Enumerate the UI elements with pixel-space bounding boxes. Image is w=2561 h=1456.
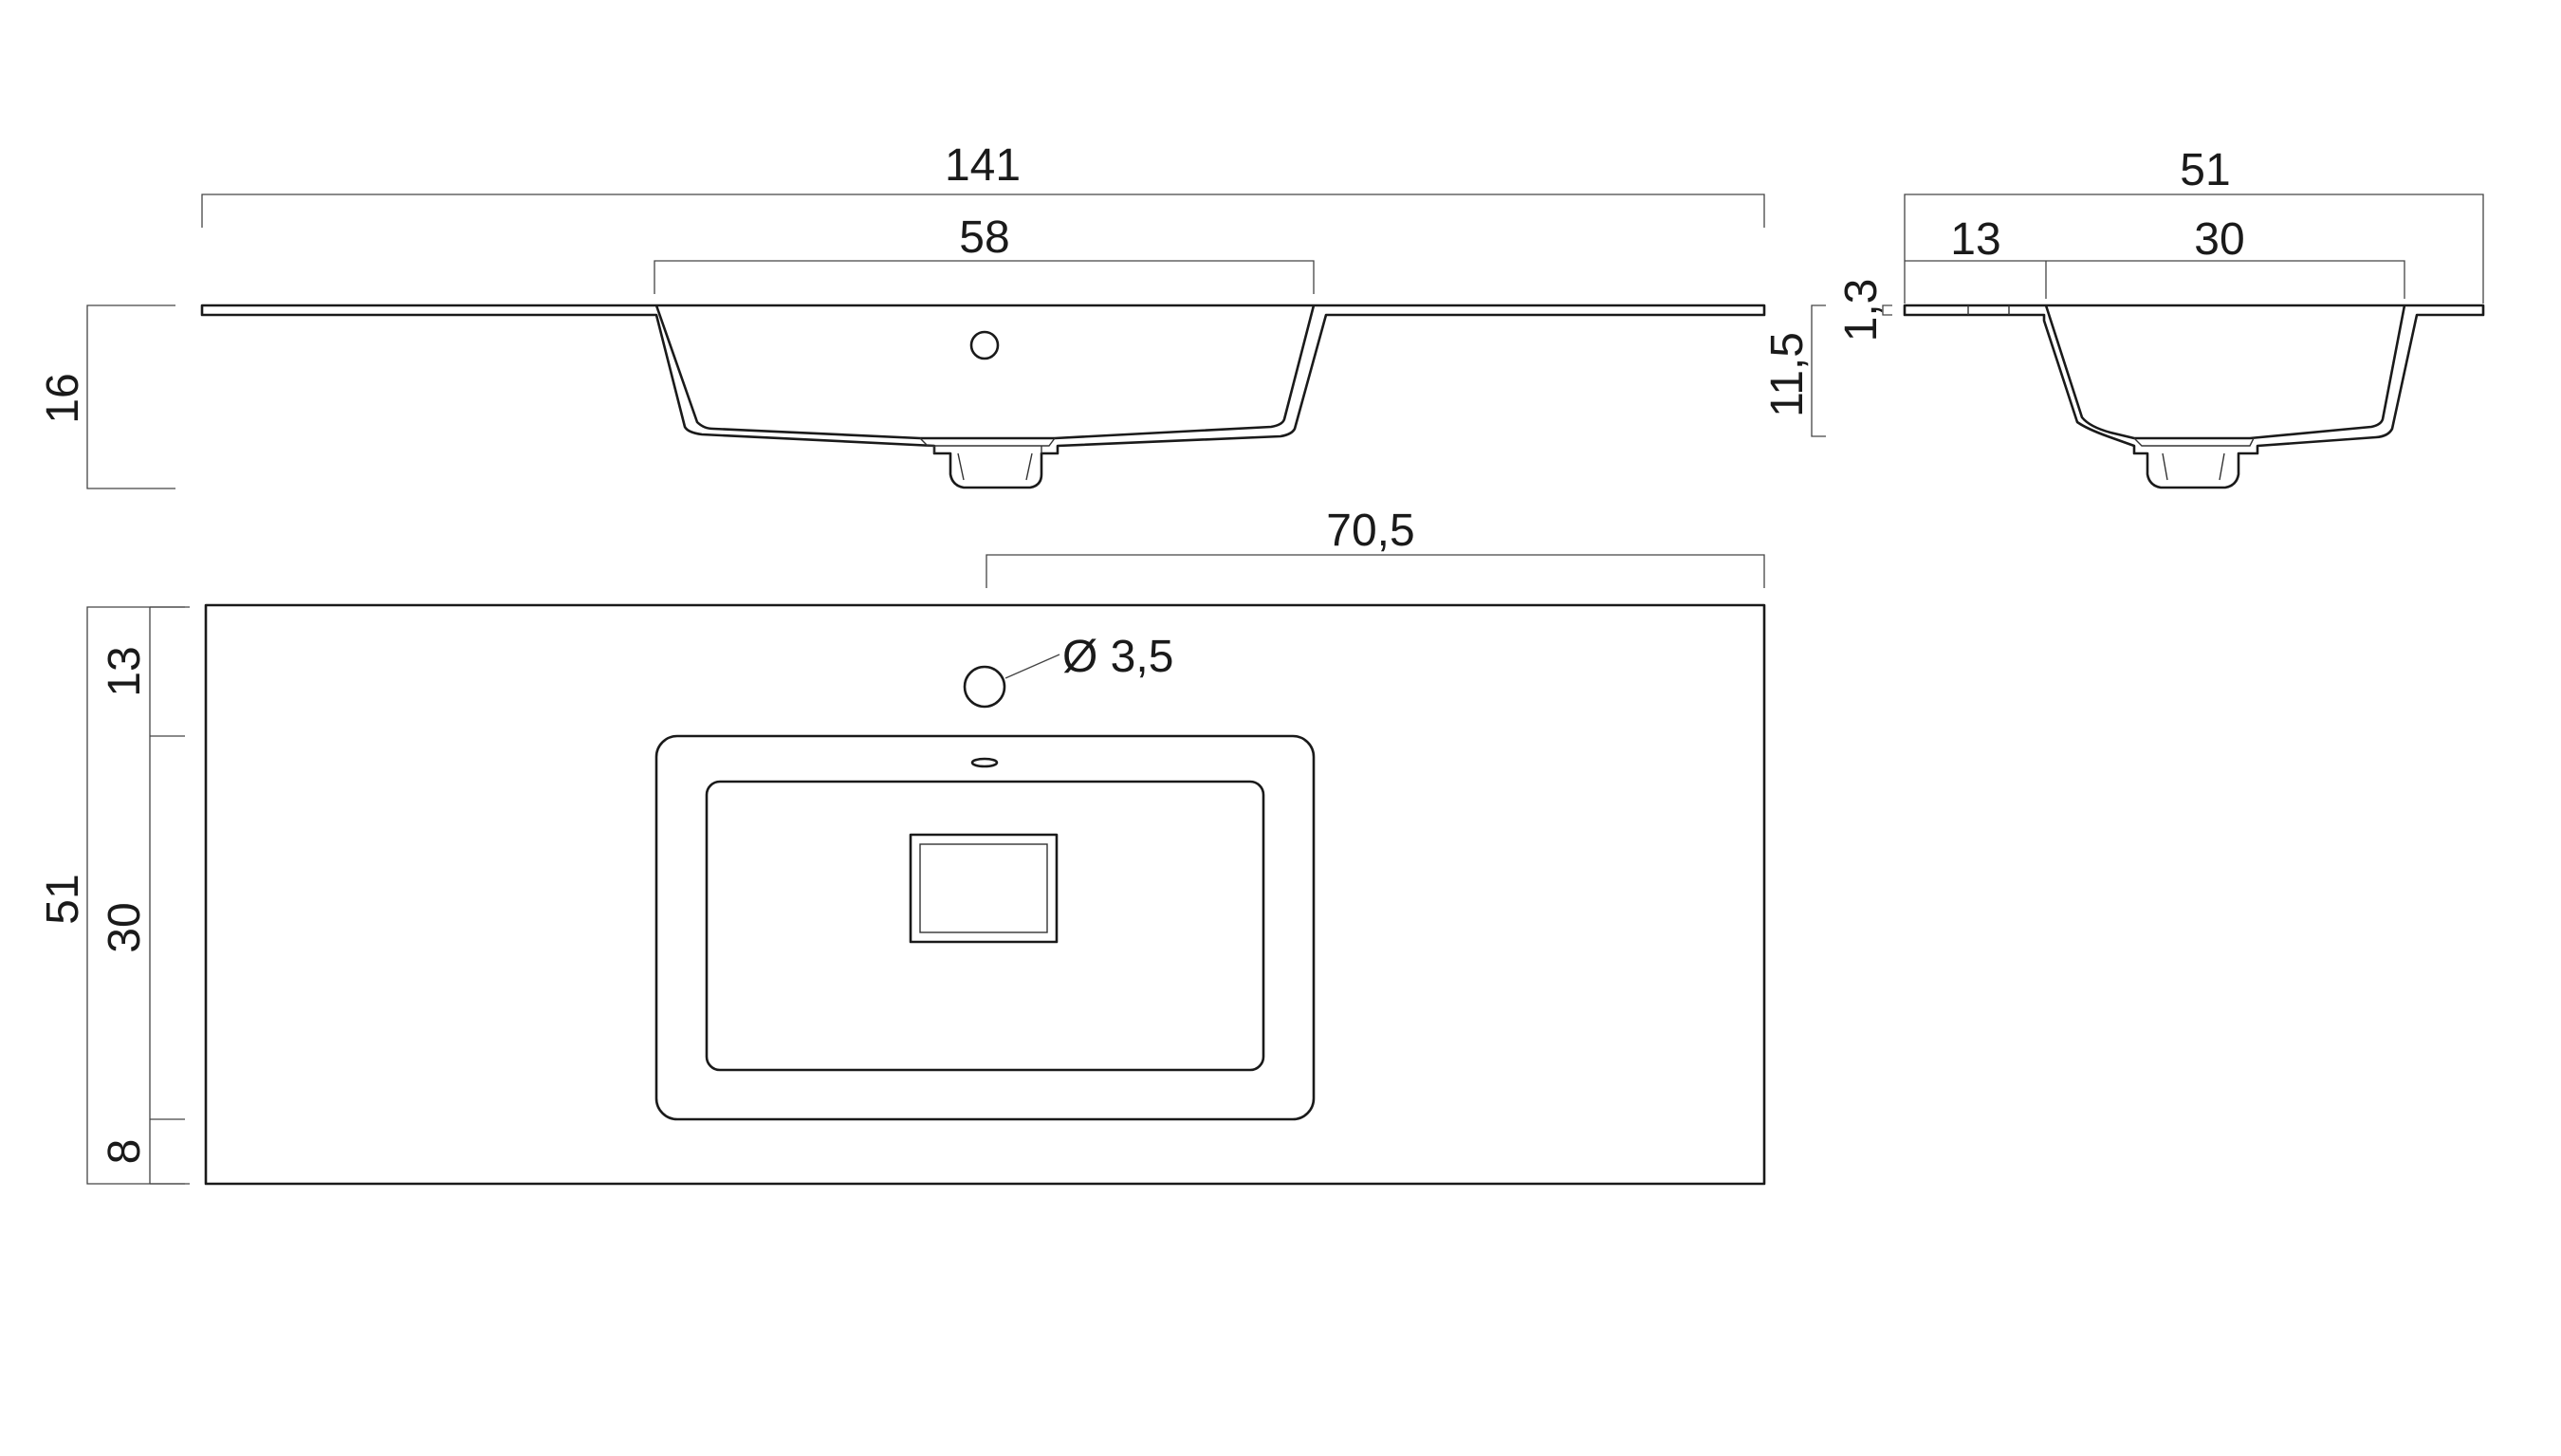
top-countertop-outline bbox=[204, 603, 1766, 1186]
top-depth-label: 51 bbox=[38, 874, 88, 924]
top-view: 70,5 Ø 3,5 51 13 30 8 bbox=[38, 506, 1766, 1186]
side-tap-hole-lines bbox=[1967, 305, 2010, 315]
hole-offset-label: 70,5 bbox=[1326, 506, 1414, 556]
basin-height-label: 11,5 bbox=[1762, 332, 1813, 417]
top-basin-depth-label: 30 bbox=[100, 902, 150, 952]
dimension-slab-thickness: 1,3 bbox=[1836, 279, 1892, 342]
dimension-height: 16 bbox=[38, 304, 175, 489]
height-label: 16 bbox=[38, 373, 88, 423]
dimension-side-segments: 13 30 bbox=[1905, 214, 2405, 299]
side-basin-inner-wall bbox=[2044, 304, 2406, 440]
top-drain-grate bbox=[909, 833, 1059, 944]
top-basin-rim bbox=[654, 734, 1316, 1121]
top-overflow bbox=[970, 757, 999, 768]
front-view: 141 58 16 bbox=[38, 140, 1766, 489]
tap-hole-diameter-label: Ø 3,5 bbox=[1062, 632, 1173, 682]
dimension-side-depth: 51 bbox=[1904, 145, 2484, 304]
front-drain-grid bbox=[919, 437, 1056, 481]
dimension-top-depth: 51 bbox=[38, 606, 190, 1185]
dimension-hole-offset: 70,5 bbox=[986, 506, 1765, 588]
top-back-margin-label: 13 bbox=[100, 646, 150, 696]
side-basin-depth-label: 30 bbox=[2194, 214, 2244, 265]
side-view: 51 13 30 1,3 11,5 bbox=[1762, 145, 2485, 489]
top-front-margin-label: 8 bbox=[100, 1139, 150, 1165]
side-depth-label: 51 bbox=[2180, 145, 2230, 195]
front-profile-outline bbox=[200, 304, 1766, 489]
dimension-basin-height: 11,5 bbox=[1762, 304, 1826, 437]
front-basin-inner-wall bbox=[654, 304, 1316, 440]
basin-width-label: 58 bbox=[959, 212, 1009, 263]
side-back-edge-label: 13 bbox=[1950, 214, 2000, 265]
top-tap-hole bbox=[963, 665, 1006, 709]
side-profile-outline bbox=[1903, 304, 2485, 489]
slab-thickness-label: 1,3 bbox=[1836, 279, 1887, 342]
dimension-top-segments: 13 30 8 bbox=[100, 606, 185, 1185]
top-basin-bowl bbox=[705, 780, 1265, 1072]
tap-hole-callout: Ø 3,5 bbox=[963, 632, 1173, 709]
front-tap-hole bbox=[969, 330, 1000, 360]
overall-width-label: 141 bbox=[945, 140, 1021, 191]
dimension-basin-width: 58 bbox=[654, 212, 1315, 294]
side-drain-grid bbox=[2133, 437, 2255, 481]
dimension-overall-width: 141 bbox=[201, 140, 1765, 228]
